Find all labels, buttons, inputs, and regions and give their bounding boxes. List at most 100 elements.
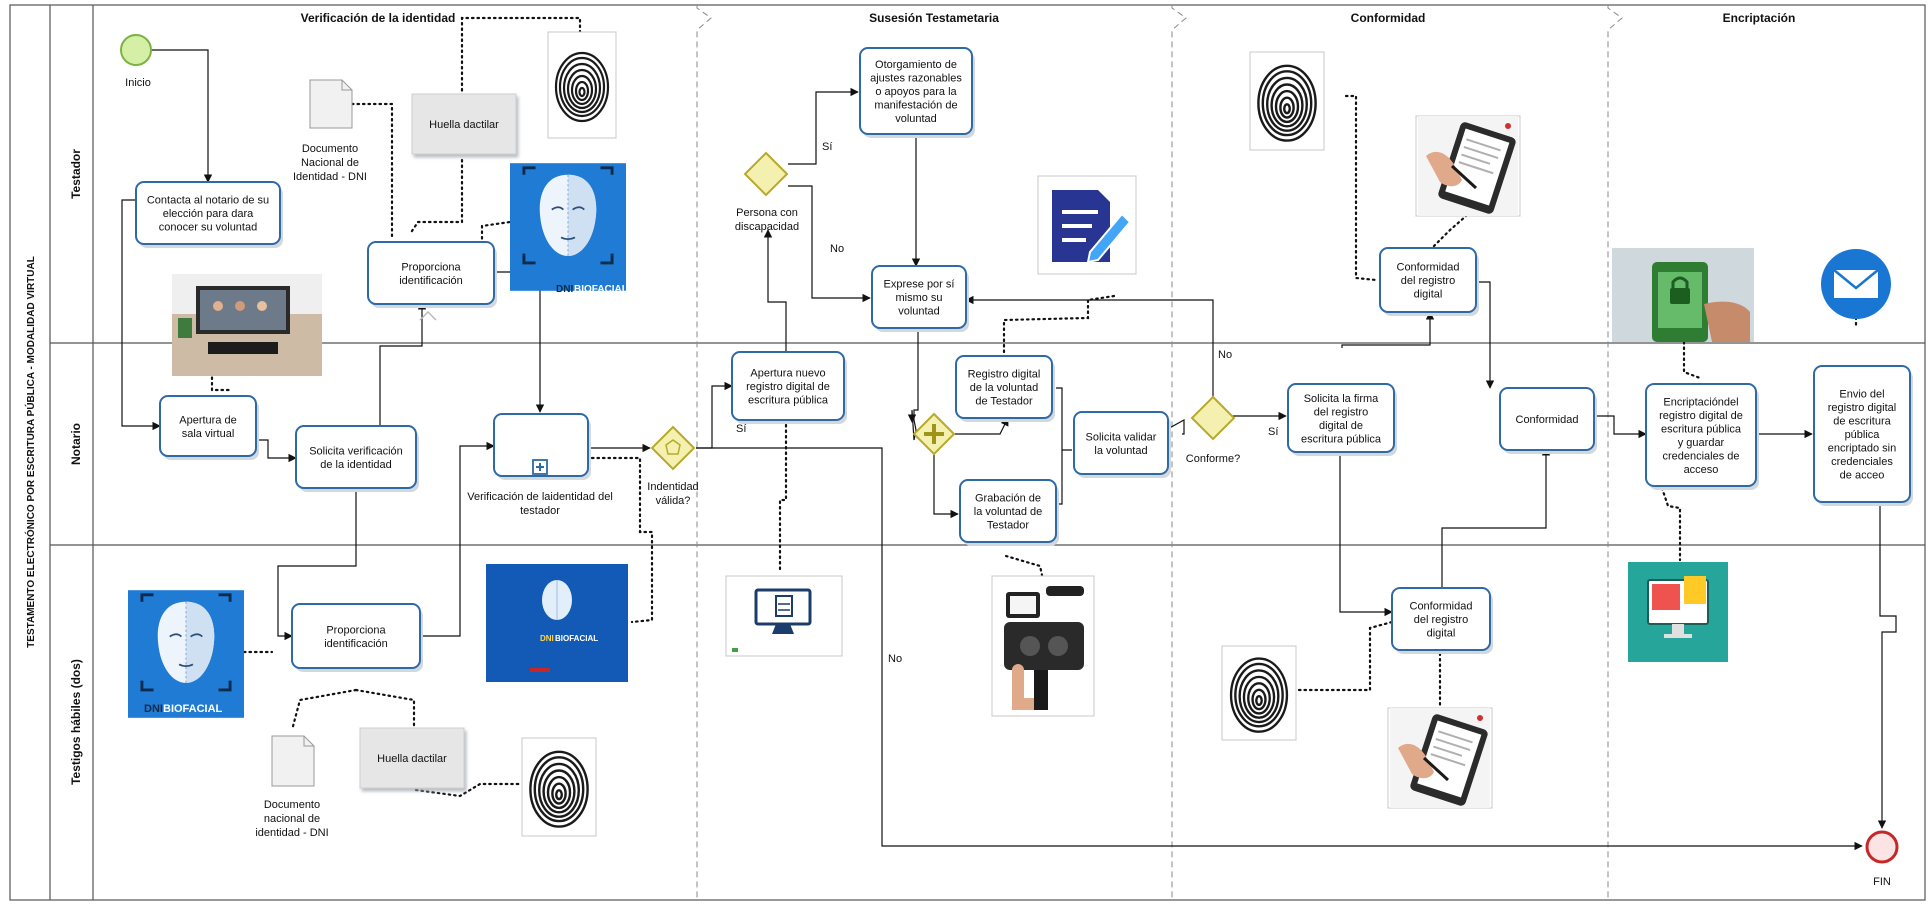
- flow-label-no-1: No: [830, 243, 844, 255]
- task-text-line: registro digital de: [1659, 410, 1743, 422]
- sequence-flows: [121, 49, 1897, 851]
- doc-testador-line3: Identidad - DNI: [293, 171, 367, 183]
- video-recording-icon: [991, 575, 1095, 717]
- dni-biofacial-bio-2: BIOFACIAL: [163, 703, 223, 715]
- gateway-parallel: [912, 412, 956, 456]
- task-text-line: registro digital: [1828, 402, 1896, 414]
- task-text-line: acceso: [1684, 464, 1719, 476]
- task-text-line: y guardar: [1678, 437, 1725, 449]
- task-solicita-validar: Solicita validar la voluntad: [1073, 411, 1171, 478]
- task-text-line: de la identidad: [320, 459, 392, 471]
- phone-padlock-icon: [1612, 248, 1754, 342]
- task-apertura-sala: Apertura de sala virtual: [159, 395, 259, 460]
- task-text-line: Envio del: [1839, 389, 1884, 401]
- dni-biofacial-icon: [128, 588, 244, 720]
- task-text-line: Apertura de: [179, 414, 236, 426]
- dni-biofacial-bio-3: BIOFACIAL: [555, 634, 598, 643]
- task-text-line: manifestación de: [874, 100, 957, 112]
- doc-testigos-line2: nacional de: [264, 813, 320, 825]
- task-text-line: Testador: [987, 520, 1030, 532]
- flow-label-si-3: Sí: [1268, 426, 1278, 438]
- end-label: FIN: [1873, 876, 1891, 888]
- task-text-line: Exprese por sí: [884, 279, 955, 291]
- huella-label-testador: Huella dactilar: [429, 119, 499, 131]
- phase-encriptacion: Encriptación: [1723, 11, 1796, 25]
- lane-label-testador: Testador: [69, 149, 83, 199]
- subprocess-label-2: testador: [520, 505, 560, 517]
- task-text-line: sala virtual: [182, 428, 235, 440]
- task-text-line: Conformidad: [1410, 601, 1473, 613]
- pool-frame: [9, 4, 1926, 901]
- gateway-discapacidad-label-1: Persona con: [736, 207, 798, 219]
- gateway-identidad: [650, 425, 696, 471]
- task-text-line: de acceo: [1840, 470, 1885, 482]
- dni-biofacial-banner-icon: [486, 564, 628, 682]
- dni-biofacial-dni-1: DNI: [556, 284, 573, 295]
- subprocess-verificacion: [493, 413, 591, 480]
- task-text-line: Solicita validar: [1086, 431, 1157, 443]
- task-text-line: escritura pública: [748, 395, 829, 407]
- task-text-line: voluntad: [898, 306, 940, 318]
- phase-conformidad: Conformidad: [1351, 11, 1426, 25]
- subprocess-label-1: Verificación de laidentidad del: [467, 491, 613, 503]
- task-text-line: del registro: [1314, 406, 1368, 418]
- task-text-line: identificación: [324, 638, 388, 650]
- task-text-line: de Testador: [975, 396, 1033, 408]
- start-event: [120, 34, 152, 66]
- task-text-line: Solicita la firma: [1304, 393, 1379, 405]
- end-event: [1865, 830, 1899, 864]
- task-conformidad-notario: Conformidad: [1499, 387, 1597, 454]
- task-text-line: escritura pública: [1301, 433, 1382, 445]
- task-text-line: la voluntad: [1094, 445, 1147, 457]
- flow-label-si-1: Sí: [822, 141, 832, 153]
- task-text-line: Contacta al notario de su: [147, 195, 269, 207]
- task-text-line: Proporciona: [401, 261, 461, 273]
- huella-box-testador: [411, 93, 517, 155]
- dni-biofacial-dni-2: DNI: [144, 703, 163, 715]
- task-text-line: del registro: [1401, 275, 1455, 287]
- task-text-line: voluntad: [895, 113, 937, 125]
- dni-biofacial-dni-3: DNI: [540, 634, 554, 643]
- task-text-line: escritura pública: [1661, 423, 1742, 435]
- pool-title: TESTAMENTO ELECTRÓNICO POR ESCRITURA PÚB…: [24, 256, 37, 648]
- task-text-line: digital de: [1319, 420, 1363, 432]
- document-icon: [309, 79, 353, 129]
- flow-label-no-2: No: [888, 653, 902, 665]
- start-label: Inicio: [125, 77, 151, 89]
- tablet-signature-icon: [1387, 707, 1493, 809]
- fingerprint-icon: [521, 737, 597, 837]
- huella-box-testigos: [359, 727, 465, 789]
- task-text-line: digital: [1414, 289, 1443, 301]
- tablet-signature-icon: [1415, 115, 1521, 217]
- document-edit-icon: [1037, 175, 1137, 275]
- task-text-line: Registro digital: [968, 369, 1041, 381]
- fingerprint-icon: [1249, 51, 1325, 151]
- task-text-line: encriptado sin: [1828, 443, 1897, 455]
- task-text-line: registro digital de: [746, 381, 830, 393]
- task-text-line: Conformidad: [1516, 414, 1579, 426]
- computer-icon: [725, 575, 843, 657]
- task-text-line: ajustes razonables: [870, 73, 962, 85]
- doc-testador-line1: Documento: [302, 143, 358, 155]
- task-text-line: pública: [1845, 429, 1881, 441]
- desktop-certificate-icon: [1628, 562, 1728, 662]
- task-text-line: del registro: [1414, 614, 1468, 626]
- dni-biofacial-icon: [510, 161, 626, 293]
- gateway-discapacidad-label-2: discapacidad: [735, 221, 799, 233]
- task-text-line: credenciales: [1831, 456, 1893, 468]
- task-text-line: identificación: [399, 275, 463, 287]
- task-text-line: Apertura nuevo: [750, 368, 825, 380]
- huella-label-testigos: Huella dactilar: [377, 753, 447, 765]
- task-text-line: la voluntad de: [974, 506, 1043, 518]
- task-text-line: Otorgamiento de: [875, 59, 957, 71]
